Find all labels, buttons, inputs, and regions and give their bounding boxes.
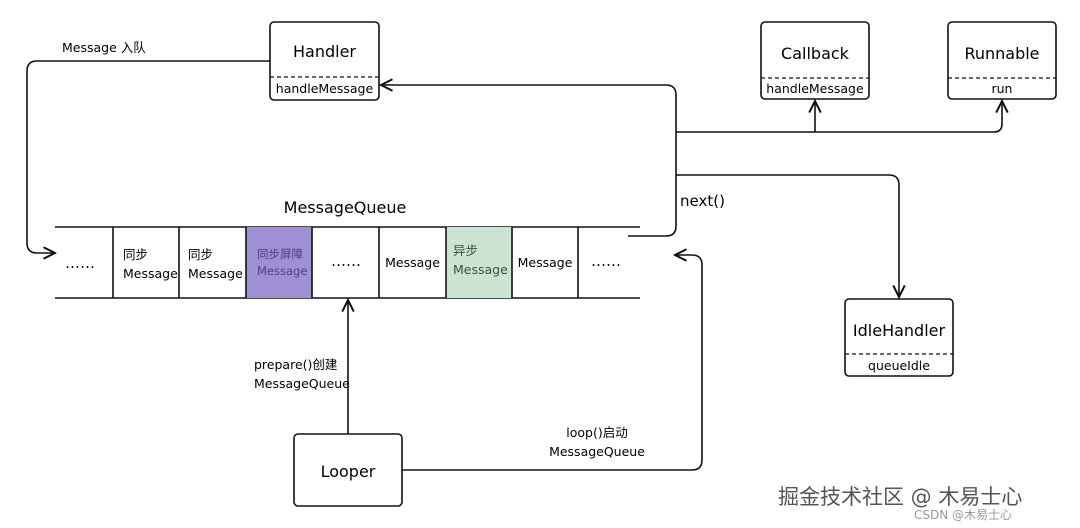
cell-sync-1-line1: 同步 [123, 247, 148, 262]
cell-barrier-line2: Message [257, 264, 307, 278]
prepare-label-line1: prepare()创建 [254, 357, 338, 372]
callback-title: Callback [781, 44, 850, 63]
cell-async-line2: Message [453, 262, 508, 277]
watermark-csdn: CSDN @木易士心 [914, 508, 1012, 522]
cell-message-1: Message [385, 255, 440, 270]
runnable-method: run [992, 81, 1013, 96]
ellipsis-left: …… [65, 254, 95, 272]
ellipsis-middle: …… [331, 252, 361, 270]
runnable-box: Runnable run [947, 21, 1057, 100]
enqueue-arrow [26, 60, 270, 253]
message-queue-title: MessageQueue [284, 198, 407, 217]
cell-barrier-line1: 同步屏障 [257, 247, 303, 261]
sync-barrier-cell [246, 227, 312, 298]
message-queue: MessageQueue 同步 Message 同步 Message 同步屏障 … [55, 198, 640, 299]
handler-method: handleMessage [276, 81, 374, 96]
idle-handler-box: IdleHandler queueIdle [844, 298, 954, 377]
prepare-label-line2: MessageQueue [254, 376, 350, 391]
watermark-juejin: 掘金技术社区 @ 木易士心 [778, 485, 1022, 509]
handler-title: Handler [293, 42, 356, 61]
looper-title: Looper [321, 462, 376, 481]
cell-message-2: Message [518, 255, 573, 270]
next-label: next() [680, 192, 725, 210]
handler-box: Handler handleMessage [269, 21, 380, 101]
idle-handler-method: queueIdle [868, 358, 930, 373]
dispatch-to-handler-arrow [381, 85, 677, 237]
cell-sync-1-line2: Message [123, 266, 178, 281]
dispatch-to-runnable-arrow [676, 101, 1002, 133]
enqueue-label: Message 入队 [62, 40, 146, 55]
async-cell [446, 227, 512, 298]
loop-arrow [402, 255, 703, 471]
cell-sync-2-line1: 同步 [188, 247, 213, 262]
runnable-title: Runnable [964, 44, 1039, 63]
loop-label-line1: loop()启动 [566, 425, 627, 440]
dispatch-to-idle-handler-arrow [676, 174, 899, 297]
idle-handler-title: IdleHandler [853, 321, 946, 340]
looper-box: Looper [293, 433, 403, 507]
callback-box: Callback handleMessage [760, 21, 870, 100]
callback-method: handleMessage [766, 81, 864, 96]
loop-label-line2: MessageQueue [549, 444, 645, 459]
cell-async-line1: 异步 [453, 243, 478, 258]
cell-sync-2-line2: Message [188, 266, 243, 281]
ellipsis-right: …… [591, 252, 621, 270]
